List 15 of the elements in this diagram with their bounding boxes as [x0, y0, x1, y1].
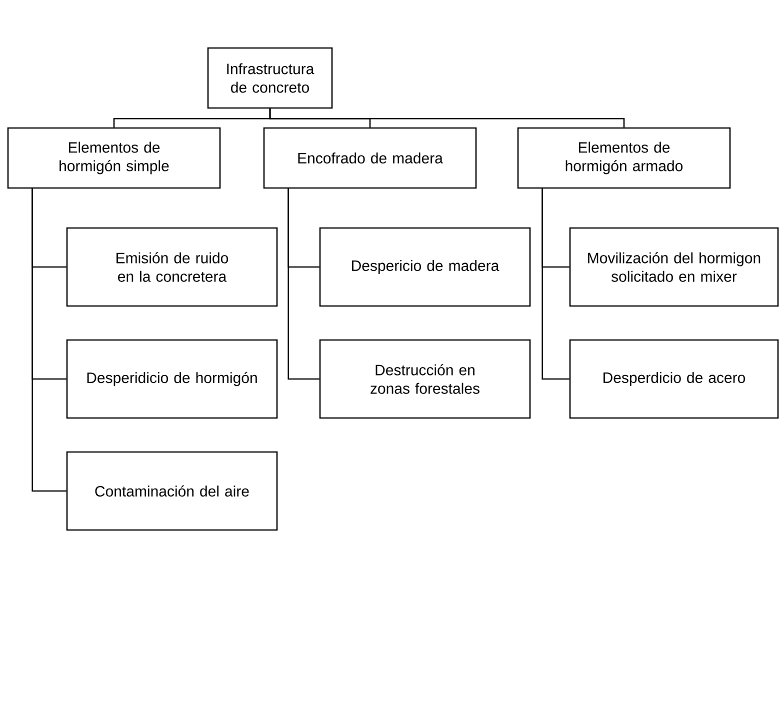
box: Contaminación del aire [66, 451, 278, 531]
box: Elementos de hormigón armado [517, 127, 731, 189]
connector [32, 188, 66, 492]
connector [269, 108, 625, 128]
box: Elementos de hormigón simple [7, 127, 221, 189]
box: Emisión de ruido en la concretera [66, 227, 278, 307]
box: Encofrado de madera [263, 127, 477, 189]
box: Desperdicio de acero [569, 339, 779, 419]
connector [542, 188, 570, 380]
box: Despericio de madera [319, 227, 531, 307]
box: Infrastructura de concreto [207, 47, 333, 109]
box: Destrucción en zonas forestales [319, 339, 531, 419]
box: Desperidicio de hormigón [66, 339, 278, 419]
connector [288, 188, 320, 380]
box: Movilización del hormigon solicitado en mixer [569, 227, 779, 307]
